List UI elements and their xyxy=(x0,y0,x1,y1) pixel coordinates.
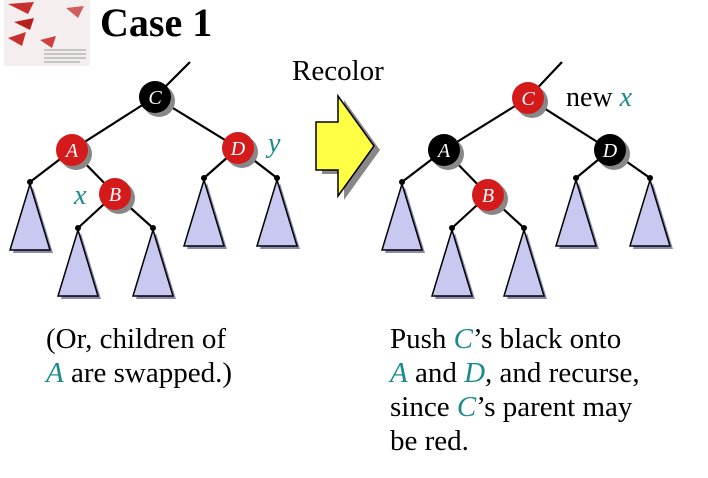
svg-text:C: C xyxy=(148,87,162,109)
left-tree: C A D B y x xyxy=(8,61,300,299)
svg-text:B: B xyxy=(482,185,494,207)
svg-text:B: B xyxy=(109,184,121,206)
slide-title: Case 1 xyxy=(100,0,213,45)
node-a-black: A xyxy=(428,134,464,170)
note-right: Push C’s black onto A and D, and recurse… xyxy=(390,322,640,458)
course-logo xyxy=(4,0,90,66)
note-left: (Or, children of A are swapped.) xyxy=(46,322,232,390)
node-d-black: D xyxy=(594,134,630,170)
svg-text:C: C xyxy=(521,88,535,110)
node-a-red: A xyxy=(56,134,92,170)
note-right-line4: be red. xyxy=(390,425,469,457)
subtree-triangle xyxy=(131,225,176,299)
subtree-triangle xyxy=(554,175,599,249)
subtree-triangle xyxy=(255,175,300,249)
note-right-line3: since C’s parent may xyxy=(390,391,633,423)
subtree-triangle xyxy=(56,225,101,299)
subtree-triangle xyxy=(502,225,547,299)
svg-text:A: A xyxy=(436,140,451,162)
subtree-triangle xyxy=(430,225,475,299)
label-y: y xyxy=(265,128,281,159)
recolor-arrow xyxy=(315,93,380,200)
note-left-line1: (Or, children of xyxy=(46,323,227,355)
subtree-triangle xyxy=(8,179,53,253)
label-x: x xyxy=(73,180,87,211)
node-b-red: B xyxy=(99,178,135,214)
subtree-triangle xyxy=(628,175,673,249)
node-c-red: C xyxy=(512,82,548,118)
svg-text:D: D xyxy=(602,140,618,162)
note-right-line2: A and D, and recurse, xyxy=(390,357,640,389)
svg-text:A: A xyxy=(64,140,79,162)
note-left-line2: A are swapped.) xyxy=(46,357,232,389)
subtree-triangle xyxy=(182,175,227,249)
recolor-label: Recolor xyxy=(292,55,384,87)
subtree-triangle xyxy=(380,179,425,253)
note-right-line1: Push C’s black onto xyxy=(390,323,622,355)
svg-text:D: D xyxy=(230,138,246,160)
node-d-red: D xyxy=(222,132,258,168)
node-c-black: C xyxy=(139,81,175,117)
node-b-red: B xyxy=(472,179,508,215)
